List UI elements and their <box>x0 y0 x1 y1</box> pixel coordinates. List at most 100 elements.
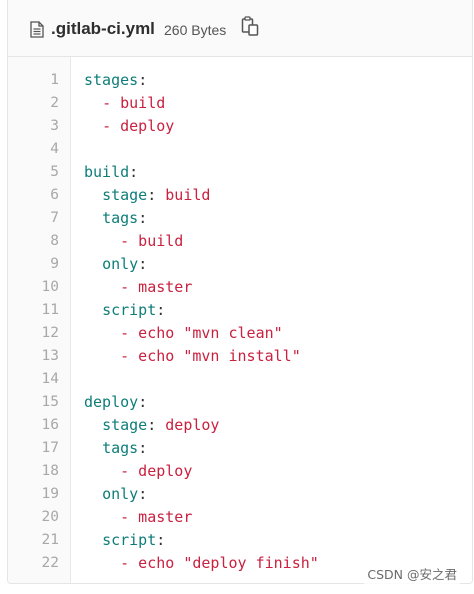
yaml-key: stage <box>102 186 148 204</box>
line-content: - build <box>84 230 183 253</box>
line-content: - echo "deploy finish" <box>84 552 319 575</box>
line-indent <box>84 531 102 549</box>
line-number[interactable]: 21 <box>41 532 59 548</box>
code-line: 21 script: <box>8 529 472 552</box>
yaml-value: - echo "mvn install" <box>120 347 301 365</box>
line-content: - echo "mvn install" <box>84 345 301 368</box>
line-content: script: <box>84 299 165 322</box>
yaml-key: script <box>102 301 157 319</box>
yaml-value: build <box>165 186 211 204</box>
code-line: 13 - echo "mvn install" <box>8 345 472 368</box>
line-content: - deploy <box>84 460 192 483</box>
line-content: - echo "mvn clean" <box>84 322 283 345</box>
yaml-key: tags <box>102 439 139 457</box>
code-line: 18 - deploy <box>8 460 472 483</box>
line-indent <box>84 117 102 135</box>
line-indent <box>84 209 102 227</box>
code-line: 14 <box>8 368 472 391</box>
yaml-colon: : <box>138 71 148 89</box>
code-line: 5 build: <box>8 161 472 184</box>
code-line: 16 stage: deploy <box>8 414 472 437</box>
line-number[interactable]: 9 <box>50 256 59 272</box>
line-number[interactable]: 3 <box>50 118 59 134</box>
line-content: script: <box>84 529 165 552</box>
yaml-colon: : <box>147 186 166 204</box>
line-number[interactable]: 15 <box>41 394 59 410</box>
line-content: tags: <box>84 437 147 460</box>
line-number[interactable]: 16 <box>41 417 59 433</box>
file-text-icon <box>30 21 44 38</box>
line-indent <box>84 255 102 273</box>
yaml-value: - master <box>120 278 193 296</box>
code-line: 8 - build <box>8 230 472 253</box>
line-indent <box>84 232 120 250</box>
yaml-value: - echo "deploy finish" <box>120 554 319 572</box>
file-name: .gitlab-ci.yml <box>51 19 155 38</box>
line-number[interactable]: 17 <box>41 440 59 456</box>
line-number[interactable]: 14 <box>41 371 59 387</box>
line-indent <box>84 94 102 112</box>
code-line: 17 tags: <box>8 437 472 460</box>
line-indent <box>84 186 102 204</box>
line-number[interactable]: 5 <box>50 164 59 180</box>
line-content: stage: build <box>84 184 210 207</box>
line-content: only: <box>84 483 147 506</box>
code-line: 11 script: <box>8 299 472 322</box>
line-number[interactable]: 4 <box>50 141 59 157</box>
yaml-colon: : <box>138 255 148 273</box>
yaml-key: only <box>102 255 139 273</box>
line-number[interactable]: 1 <box>50 72 59 88</box>
line-content: build: <box>84 161 138 184</box>
line-number[interactable]: 7 <box>50 210 59 226</box>
line-content: stage: deploy <box>84 414 219 437</box>
line-indent <box>84 554 120 572</box>
line-number[interactable]: 19 <box>41 486 59 502</box>
line-number[interactable]: 10 <box>41 279 59 295</box>
line-number-gutter <box>8 57 71 583</box>
line-number[interactable]: 22 <box>41 555 59 571</box>
code-line: 2 - build <box>8 92 472 115</box>
line-number[interactable]: 18 <box>41 463 59 479</box>
file-size: 260 Bytes <box>164 22 227 38</box>
yaml-key: tags <box>102 209 139 227</box>
yaml-colon: : <box>138 485 148 503</box>
code-line: 3 - deploy <box>8 115 472 138</box>
line-number[interactable]: 8 <box>50 233 59 249</box>
yaml-value: - master <box>120 508 193 526</box>
line-number[interactable]: 13 <box>41 348 59 364</box>
yaml-colon: : <box>156 531 166 549</box>
line-number[interactable]: 12 <box>41 325 59 341</box>
line-number[interactable]: 11 <box>41 302 59 318</box>
line-content: - master <box>84 506 192 529</box>
line-content: - deploy <box>84 115 174 138</box>
yaml-value: - build <box>102 94 166 112</box>
yaml-colon: : <box>156 301 166 319</box>
yaml-colon: : <box>138 209 148 227</box>
yaml-colon: : <box>138 393 148 411</box>
code-line: 9 only: <box>8 253 472 276</box>
line-number[interactable]: 20 <box>41 509 59 525</box>
line-content: only: <box>84 253 147 276</box>
line-content: - master <box>84 276 192 299</box>
code-line: 4 <box>8 138 472 161</box>
line-indent <box>84 278 120 296</box>
copy-icon[interactable] <box>241 16 259 36</box>
code-line: 10 - master <box>8 276 472 299</box>
file-header: .gitlab-ci.yml 260 Bytes <box>8 0 472 57</box>
line-number[interactable]: 2 <box>50 95 59 111</box>
line-content: tags: <box>84 207 147 230</box>
line-indent <box>84 462 120 480</box>
yaml-value: - build <box>120 232 184 250</box>
code-line: 22 - echo "deploy finish" <box>8 552 472 575</box>
code-line: 7 tags: <box>8 207 472 230</box>
yaml-key: stage <box>102 416 148 434</box>
yaml-key: script <box>102 531 157 549</box>
line-content: deploy: <box>84 391 147 414</box>
yaml-value: - echo "mvn clean" <box>120 324 283 342</box>
line-number[interactable]: 6 <box>50 187 59 203</box>
yaml-colon: : <box>129 163 139 181</box>
code-line: 15 deploy: <box>8 391 472 414</box>
